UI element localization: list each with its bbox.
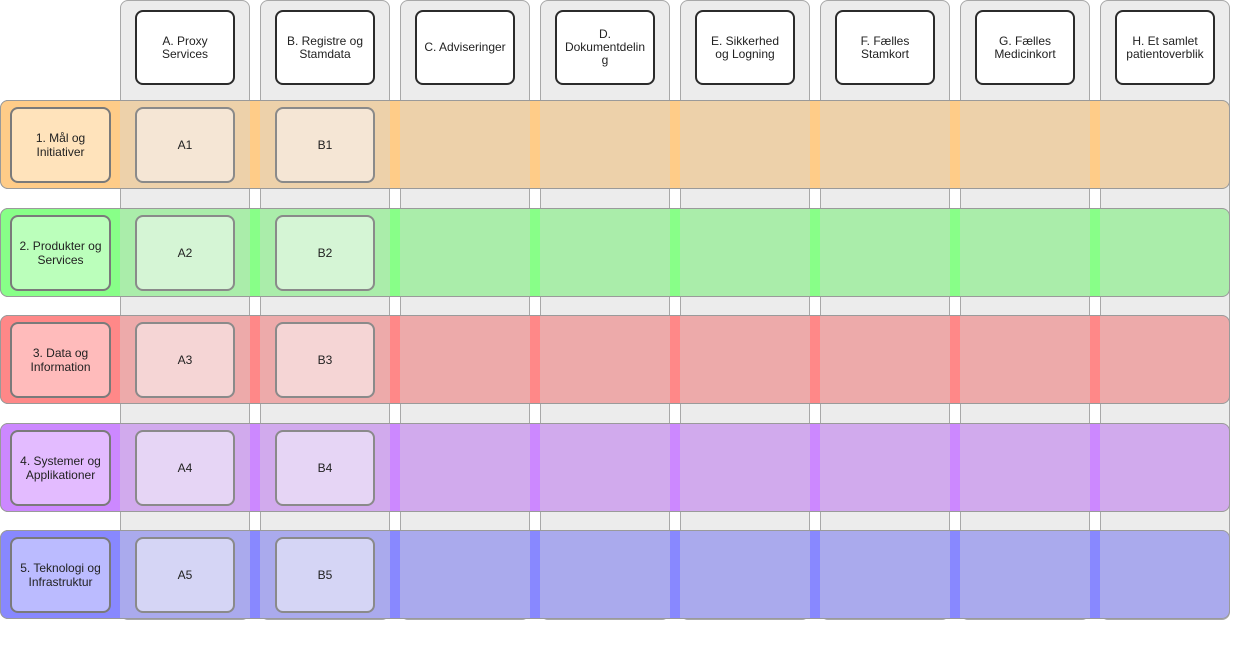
column-header-label: B. Registre og Stamdata (286, 33, 364, 61)
row-gap-segment (670, 100, 680, 189)
row-gap-segment (670, 315, 680, 404)
row-gap-segment (1090, 530, 1100, 619)
row-gap-segment (1090, 423, 1100, 512)
matrix-cell-label: A4 (177, 461, 193, 475)
row-gap-segment (670, 208, 680, 297)
column-header[interactable]: H. Et samlet patientoverblik (1115, 10, 1215, 85)
row-gap-segment (810, 423, 820, 512)
row-header[interactable]: 2. Produkter og Services (10, 215, 111, 291)
column-header-label: C. Adviseringer (424, 40, 506, 54)
matrix-cell[interactable]: B5 (275, 537, 375, 613)
matrix-cell[interactable]: B4 (275, 430, 375, 506)
row-gap-segment (530, 100, 540, 189)
row-header[interactable]: 4. Systemer og Applikationer (10, 430, 111, 506)
column-header[interactable]: B. Registre og Stamdata (275, 10, 375, 85)
row-gap-segment (390, 208, 400, 297)
row-gap-segment (1090, 315, 1100, 404)
column-lane (680, 0, 810, 620)
column-header[interactable]: C. Adviseringer (415, 10, 515, 85)
row-header[interactable]: 5. Teknologi og Infrastruktur (10, 537, 111, 613)
row-gap-segment (390, 530, 400, 619)
matrix-cell[interactable]: A2 (135, 215, 235, 291)
column-header-label: A. Proxy Services (161, 33, 208, 61)
column-lane (400, 0, 530, 620)
row-gap-segment (950, 530, 960, 619)
matrix-cell[interactable]: A5 (135, 537, 235, 613)
row-gap-segment (530, 315, 540, 404)
matrix-cell-label: B1 (317, 138, 333, 152)
column-header[interactable]: E. Sikkerhed og Logning (695, 10, 795, 85)
column-header[interactable]: A. Proxy Services (135, 10, 235, 85)
column-header[interactable]: G. Fælles Medicinkort (975, 10, 1075, 85)
row-gap-segment (950, 315, 960, 404)
row-gap-segment (250, 315, 260, 404)
column-lane (260, 0, 390, 620)
row-gap-segment (670, 423, 680, 512)
row-gap-segment (390, 423, 400, 512)
column-header-label: D. Dokumentdeling (564, 27, 646, 67)
row-gap-segment (390, 315, 400, 404)
matrix-cell[interactable]: B2 (275, 215, 375, 291)
row-gap-segment (250, 208, 260, 297)
matrix-cell-label: B5 (317, 568, 333, 582)
column-lane (960, 0, 1090, 620)
row-gap-segment (1090, 208, 1100, 297)
row-gap-segment (670, 530, 680, 619)
column-lane (1100, 0, 1230, 620)
column-header-label: E. Sikkerhed og Logning (710, 33, 780, 61)
column-header[interactable]: F. Fælles Stamkort (835, 10, 935, 85)
matrix-cell[interactable]: A4 (135, 430, 235, 506)
row-gap-segment (390, 100, 400, 189)
column-lane (120, 0, 250, 620)
row-gap-segment (1090, 100, 1100, 189)
row-gap-segment (530, 530, 540, 619)
matrix-cell[interactable]: A1 (135, 107, 235, 183)
row-header-label: 5. Teknologi og Infrastruktur (20, 561, 101, 589)
matrix-cell[interactable]: A3 (135, 322, 235, 398)
row-gap-segment (530, 208, 540, 297)
column-header-label: G. Fælles Medicinkort (994, 33, 1056, 61)
row-header-label: 2. Produkter og Services (19, 239, 102, 267)
matrix-cell-label: A2 (177, 246, 193, 260)
column-header[interactable]: D. Dokumentdeling (555, 10, 655, 85)
row-gap-segment (950, 423, 960, 512)
row-gap-segment (810, 315, 820, 404)
row-header-label: 4. Systemer og Applikationer (20, 454, 101, 482)
row-gap-segment (250, 530, 260, 619)
column-lane (540, 0, 670, 620)
row-gap-segment (530, 423, 540, 512)
row-gap-segment (950, 208, 960, 297)
column-header-label: F. Fælles Stamkort (860, 33, 910, 61)
matrix-cell-label: A3 (177, 353, 193, 367)
matrix-cell-label: B2 (317, 246, 333, 260)
column-lane (820, 0, 950, 620)
row-gap-segment (950, 100, 960, 189)
matrix-cell[interactable]: B1 (275, 107, 375, 183)
matrix-cell[interactable]: B3 (275, 322, 375, 398)
row-header-label: 3. Data og Information (30, 346, 91, 374)
column-header-label: H. Et samlet patientoverblik (1126, 33, 1204, 61)
row-header-label: 1. Mål og Initiativer (35, 131, 86, 159)
matrix-cell-label: A5 (177, 568, 193, 582)
row-gap-segment (250, 423, 260, 512)
matrix-cell-label: B4 (317, 461, 333, 475)
row-header[interactable]: 1. Mål og Initiativer (10, 107, 111, 183)
row-gap-segment (810, 530, 820, 619)
row-gap-segment (810, 100, 820, 189)
row-gap-segment (810, 208, 820, 297)
matrix-cell-label: A1 (177, 138, 193, 152)
row-gap-segment (250, 100, 260, 189)
matrix-cell-label: B3 (317, 353, 333, 367)
row-header[interactable]: 3. Data og Information (10, 322, 111, 398)
